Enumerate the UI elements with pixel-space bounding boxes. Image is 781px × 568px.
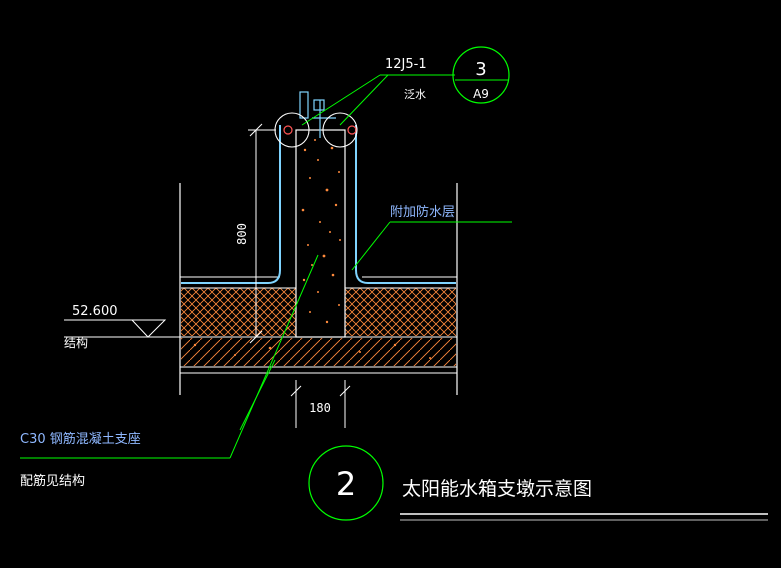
leader-lines	[20, 74, 512, 459]
reference-note: 泛水	[404, 88, 426, 101]
concrete-pier	[193, 129, 431, 359]
structural-slab	[180, 336, 457, 374]
anchor-bolt-detail	[283, 91, 357, 138]
membrane-left	[181, 125, 281, 284]
width-dimension	[290, 380, 351, 428]
support-material-label: C30 钢筋混凝土支座	[20, 431, 141, 447]
reference-sheet-number: A9	[473, 87, 489, 101]
width-dimension-value: 180	[309, 401, 331, 415]
reference-standard: 12J5-1	[385, 57, 427, 72]
roof-layers	[180, 125, 457, 289]
height-dimension-value: 800	[235, 223, 249, 245]
elevation-marker	[64, 319, 180, 338]
membrane-right	[355, 125, 456, 284]
rebar-note-label: 配筋见结构	[20, 473, 85, 489]
elevation-note: 结构	[64, 335, 88, 350]
pier-aggregate-dots	[301, 139, 341, 324]
title-block: 2 太阳能水箱支墩示意图	[308, 445, 768, 521]
reference-detail-number: 3	[475, 59, 486, 80]
section-walls	[179, 183, 458, 395]
waterproof-extra-label: 附加防水层	[390, 204, 455, 220]
elevation-value: 52.600	[72, 304, 118, 319]
detail-number-circle	[308, 445, 384, 521]
insulation-layer	[181, 288, 456, 336]
detail-number: 2	[336, 465, 356, 503]
drawing-title: 太阳能水箱支墩示意图	[402, 478, 592, 500]
slab-aggregate-dots	[193, 343, 431, 359]
height-dimension	[248, 123, 276, 344]
reference-bubble: 3 A9	[452, 46, 510, 104]
